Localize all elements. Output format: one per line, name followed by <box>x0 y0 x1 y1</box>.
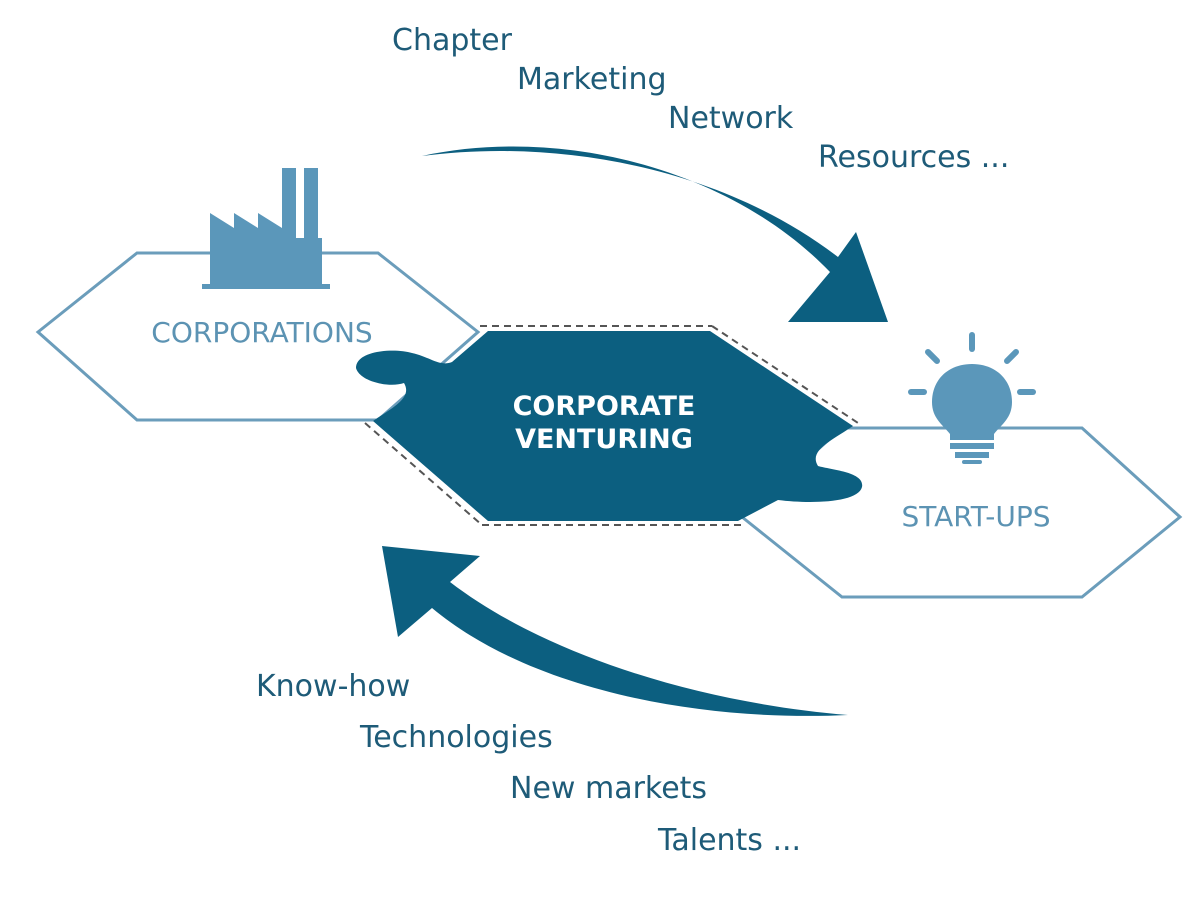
corporations-give-list: Chapter Marketing Network Resources ... <box>392 23 1009 175</box>
corporations-label: CORPORATIONS <box>151 316 372 349</box>
list-item: Talents ... <box>657 823 801 858</box>
startups-label: START-UPS <box>901 500 1050 533</box>
list-item: Chapter <box>392 23 513 58</box>
arrow-to-startups <box>422 146 888 322</box>
center-title-line1: CORPORATE <box>513 391 696 422</box>
list-item: Technologies <box>359 720 553 755</box>
center-title-line2: VENTURING <box>515 424 693 455</box>
lightbulb-icon <box>908 332 1036 464</box>
list-item: Know-how <box>256 669 410 704</box>
arrow-to-corporations <box>382 546 848 716</box>
factory-icon <box>202 168 330 289</box>
dashed-connectors <box>364 325 859 526</box>
list-item: New markets <box>510 771 707 806</box>
startups-give-list: Know-how Technologies New markets Talent… <box>256 669 801 858</box>
list-item: Network <box>668 101 794 136</box>
corporate-venturing-hexagon <box>356 331 863 521</box>
list-item: Resources ... <box>818 140 1009 175</box>
list-item: Marketing <box>517 62 667 97</box>
